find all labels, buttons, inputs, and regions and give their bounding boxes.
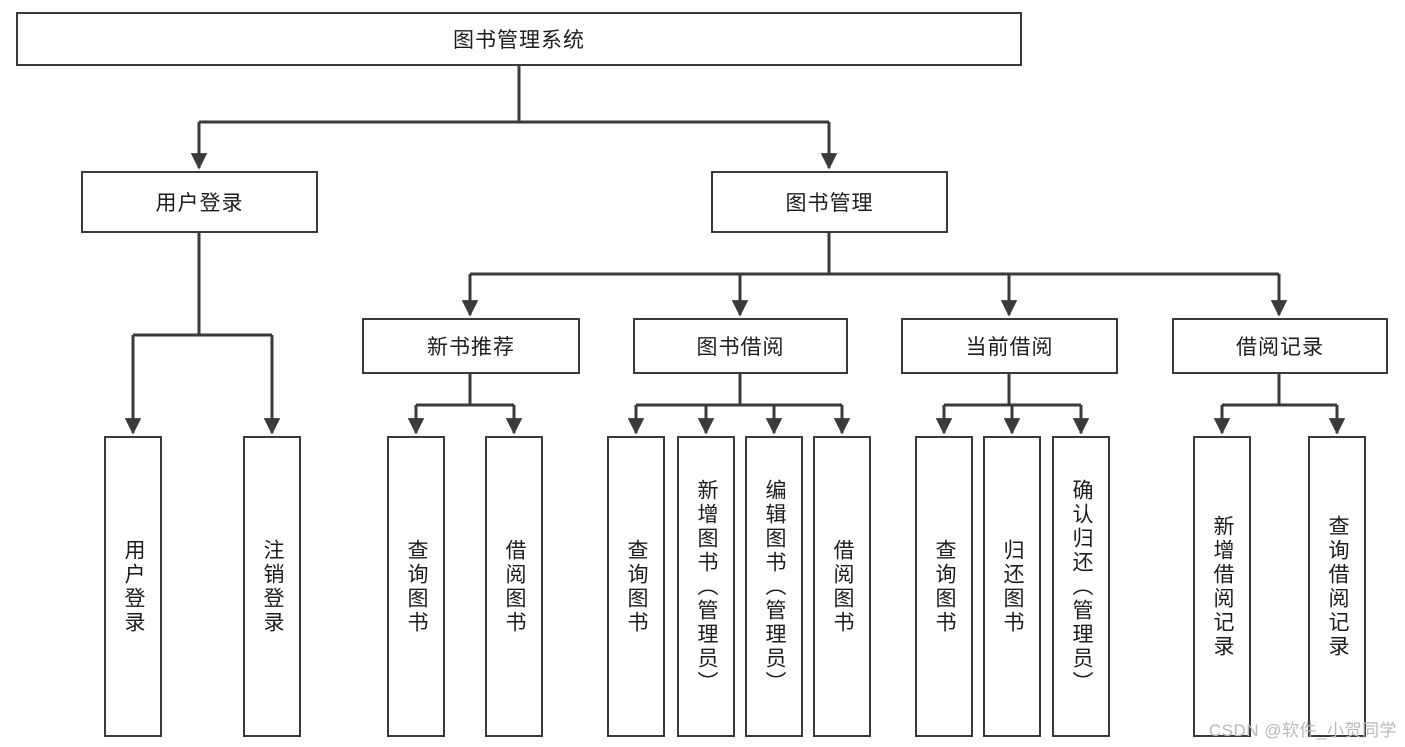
watermark-text: CSDN @软件_小贺同学 xyxy=(1208,721,1397,740)
node-label: 借阅图书 xyxy=(503,538,527,635)
node-label: 新增图书（管理员） xyxy=(695,478,719,695)
node-label: 查询图书 xyxy=(933,538,957,635)
leaf-borrow-borrow-book[interactable]: 借阅图书 xyxy=(813,436,871,737)
leaf-current-query-book[interactable]: 查询图书 xyxy=(915,436,973,737)
node-label: 查询图书 xyxy=(405,538,429,635)
leaf-current-confirm-return-admin[interactable]: 确认归还（管理员） xyxy=(1052,436,1110,737)
node-label: 新书推荐 xyxy=(427,336,515,359)
node-label: 用户登录 xyxy=(155,192,244,215)
node-label: 用户登录 xyxy=(122,538,146,635)
node-label: 图书管理系统 xyxy=(453,29,585,52)
node-label: 编辑图书（管理员） xyxy=(763,478,787,695)
node-user-login[interactable]: 用户登录 xyxy=(81,171,318,233)
node-label: 注销登录 xyxy=(261,538,285,635)
node-label: 借阅图书 xyxy=(831,538,855,635)
node-label: 图书借阅 xyxy=(696,336,785,359)
node-new-book-recommend[interactable]: 新书推荐 xyxy=(362,318,580,374)
leaf-new-book-borrow[interactable]: 借阅图书 xyxy=(485,436,543,737)
leaf-user-login-logout[interactable]: 注销登录 xyxy=(243,436,301,737)
node-borrow-record[interactable]: 借阅记录 xyxy=(1172,318,1388,374)
leaf-user-login-login[interactable]: 用户登录 xyxy=(104,436,162,737)
node-book-borrow[interactable]: 图书借阅 xyxy=(633,318,848,374)
node-root-book-management-system[interactable]: 图书管理系统 xyxy=(16,12,1022,66)
leaf-record-query-record[interactable]: 查询借阅记录 xyxy=(1308,436,1366,737)
node-label: 归还图书 xyxy=(1001,538,1025,635)
node-label: 查询图书 xyxy=(625,538,649,635)
node-label: 新增借阅记录 xyxy=(1211,514,1235,659)
leaf-borrow-add-book-admin[interactable]: 新增图书（管理员） xyxy=(677,436,735,737)
leaf-borrow-edit-book-admin[interactable]: 编辑图书（管理员） xyxy=(745,436,803,737)
leaf-record-add-record[interactable]: 新增借阅记录 xyxy=(1193,436,1251,737)
node-label: 确认归还（管理员） xyxy=(1070,478,1094,695)
leaf-current-return-book[interactable]: 归还图书 xyxy=(983,436,1041,737)
node-label: 借阅记录 xyxy=(1236,336,1324,359)
node-label: 查询借阅记录 xyxy=(1326,514,1350,659)
node-current-borrow[interactable]: 当前借阅 xyxy=(901,318,1118,374)
leaf-borrow-query-book[interactable]: 查询图书 xyxy=(607,436,665,737)
node-label: 图书管理 xyxy=(785,192,874,215)
node-book-management[interactable]: 图书管理 xyxy=(711,171,948,233)
node-label: 当前借阅 xyxy=(965,336,1054,359)
leaf-new-book-query[interactable]: 查询图书 xyxy=(387,436,445,737)
